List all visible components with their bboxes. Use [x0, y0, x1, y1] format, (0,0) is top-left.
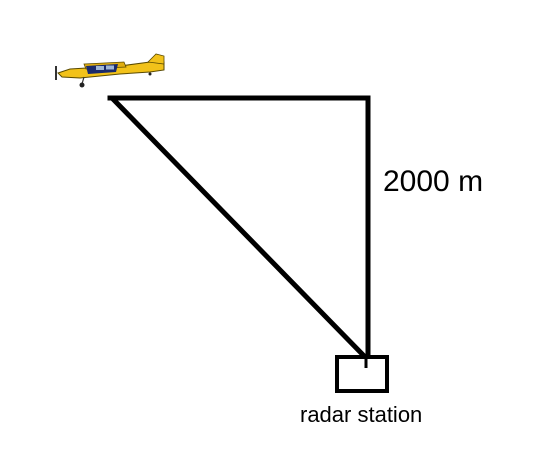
radar-station-box — [335, 355, 389, 393]
height-label: 2000 m — [383, 165, 483, 198]
small-airplane-icon — [55, 53, 165, 88]
triangle — [107, 95, 371, 363]
hypotenuse — [109, 95, 371, 363]
radar-station-label: radar station — [300, 402, 422, 427]
